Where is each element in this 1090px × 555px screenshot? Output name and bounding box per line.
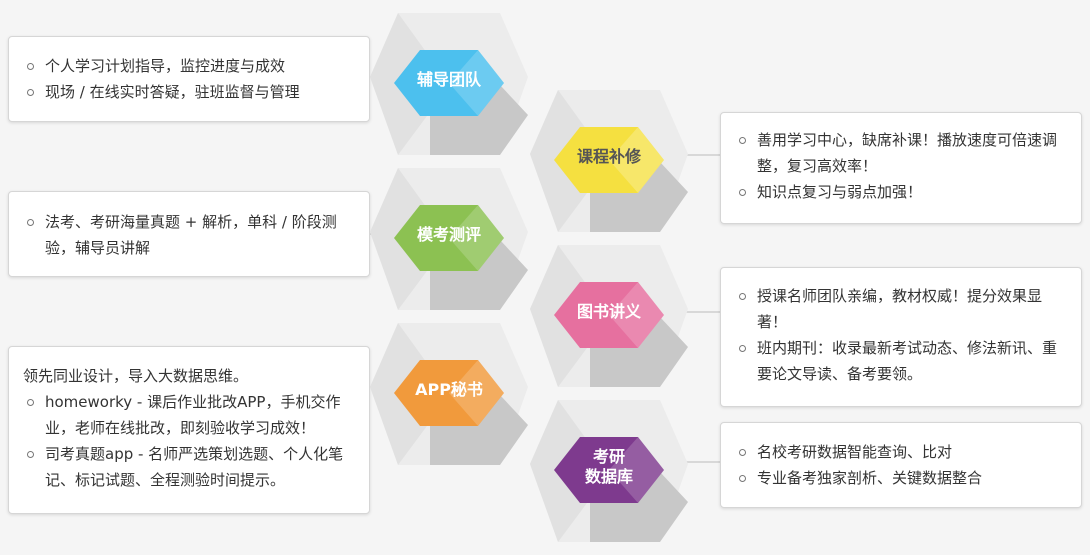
hex-tutoring: 辅导团队 bbox=[370, 5, 540, 155]
card-make-up: 善用学习中心，缺席补课！播放速度可倍速调整，复习高效率！ 知识点复习与弱点加强！ bbox=[720, 112, 1082, 224]
list-item: 知识点复习与弱点加强！ bbox=[735, 179, 1067, 205]
card-app: 领先同业设计，导入大数据思维。 homeworky - 课后作业批改APP，手机… bbox=[8, 346, 370, 514]
card-database: 名校考研数据智能查询、比对 专业备考独家剖析、关键数据整合 bbox=[720, 422, 1082, 508]
list-item: 现场 / 在线实时答疑，驻班监督与管理 bbox=[23, 79, 355, 105]
list-item: homeworky - 课后作业批改APP，手机交作业，老师在线批改，即刻验收学… bbox=[23, 389, 355, 441]
list-item: 个人学习计划指导，监控进度与成效 bbox=[23, 53, 355, 79]
list-item: 专业备考独家剖析、关键数据整合 bbox=[735, 465, 1067, 491]
app-lead-text: 领先同业设计，导入大数据思维。 bbox=[23, 367, 249, 385]
hex-database-shape bbox=[530, 400, 688, 542]
list-item: 班内期刊：收录最新考试动态、修法新讯、重要论文导读、备考要领。 bbox=[735, 335, 1067, 387]
list-item: 法考、考研海量真题 + 解析，单科 / 阶段测验，辅导员讲解 bbox=[23, 209, 355, 261]
card-materials: 授课名师团队亲编，教材权威！提分效果显著！ 班内期刊：收录最新考试动态、修法新讯… bbox=[720, 267, 1082, 407]
hex-app-shape bbox=[370, 323, 528, 465]
list-item: 司考真题app - 名师严选策划选题、个人化笔记、标记试题、全程测验时间提示。 bbox=[23, 441, 355, 493]
card-mock-exam: 法考、考研海量真题 + 解析，单科 / 阶段测验，辅导员讲解 bbox=[8, 191, 370, 277]
list-item: 善用学习中心，缺席补课！播放速度可倍速调整，复习高效率！ bbox=[735, 127, 1067, 179]
list-item: 名校考研数据智能查询、比对 bbox=[735, 439, 1067, 465]
hex-make-up: 课程补修 bbox=[530, 82, 700, 232]
list-item: 授课名师团队亲编，教材权威！提分效果显著！ bbox=[735, 283, 1067, 335]
hex-make-up-shape bbox=[530, 90, 688, 232]
hex-materials-shape bbox=[530, 245, 688, 387]
hex-tutoring-shape bbox=[370, 13, 528, 155]
card-tutoring: 个人学习计划指导，监控进度与成效 现场 / 在线实时答疑，驻班监督与管理 bbox=[8, 36, 370, 122]
hex-app: APP秘书 bbox=[370, 315, 540, 465]
hex-mock-exam: 模考测评 bbox=[370, 160, 540, 310]
hex-mock-exam-shape bbox=[370, 168, 528, 310]
hex-database: 考研 数据库 bbox=[530, 392, 700, 542]
hex-materials: 图书讲义 bbox=[530, 237, 700, 387]
